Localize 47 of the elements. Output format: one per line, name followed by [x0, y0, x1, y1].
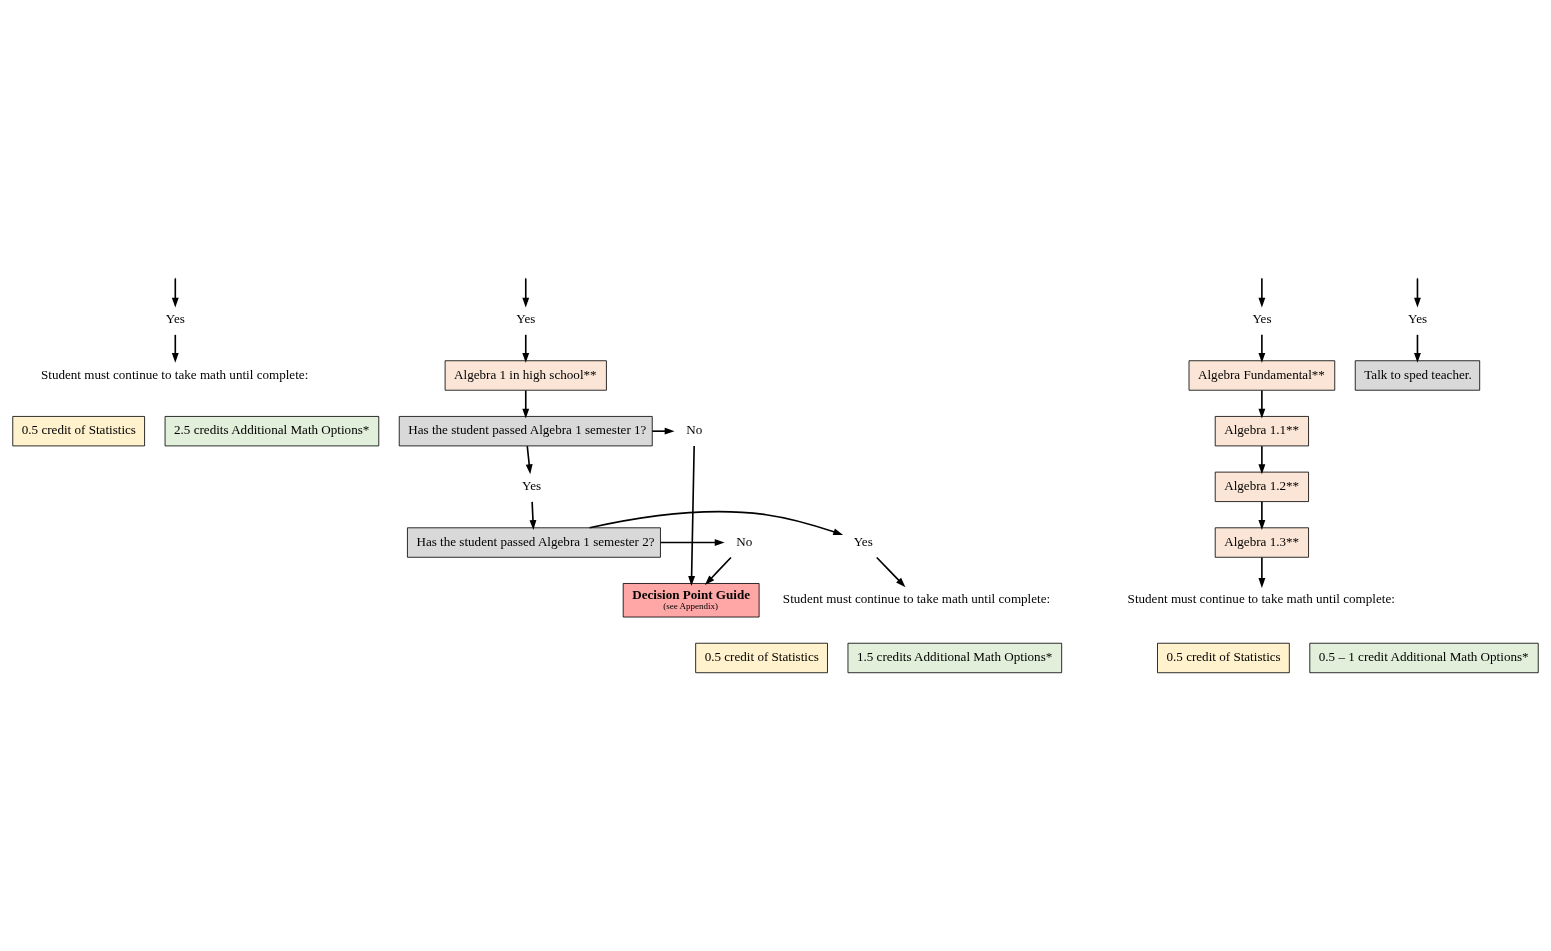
node-text: Student must continue to take math until complete:	[1127, 591, 1395, 607]
arrow	[522, 389, 530, 419]
node-box: Talk to sped teacher.	[1354, 360, 1481, 391]
arrow	[1258, 445, 1266, 475]
node-text: Yes	[1252, 310, 1272, 326]
arrow	[1414, 278, 1421, 308]
arrow	[1414, 334, 1421, 363]
node-text: No	[736, 533, 753, 549]
arrow	[688, 445, 696, 586]
node-text: Yes	[516, 310, 536, 326]
node-box: 0.5 credit of Statistics	[695, 642, 828, 674]
arrow	[704, 556, 732, 585]
node-box: 1.5 credits Additional Math Options*	[847, 642, 1063, 674]
arrow	[1258, 389, 1266, 419]
node-box: 2.5 credits Additional Math Options*	[164, 416, 380, 447]
arrow	[659, 539, 725, 546]
arrow	[1258, 501, 1266, 530]
node-box: Has the student passed Algebra 1 semester 2?	[407, 527, 661, 558]
arrow	[525, 445, 533, 475]
node-text: Yes	[522, 477, 542, 493]
arrow	[1258, 556, 1266, 588]
node-box: 0.5 credit of Statistics	[12, 416, 145, 447]
node-box: Algebra 1 in high school**	[444, 360, 607, 391]
arrow	[588, 510, 844, 536]
arrow	[1258, 278, 1266, 308]
node-text: No	[686, 422, 703, 438]
arrow	[1258, 334, 1266, 363]
node-box: 0.5 credit of Statistics	[1157, 642, 1290, 674]
node-text: Yes	[1408, 310, 1428, 326]
node-text: Student must continue to take math until complete:	[782, 591, 1051, 607]
node-box: Algebra 1.3**	[1214, 527, 1309, 558]
arrow	[171, 278, 179, 308]
arrow	[171, 334, 179, 363]
arrow	[651, 427, 675, 435]
node-box: Algebra 1.1**	[1214, 416, 1309, 447]
node-box: Has the student passed Algebra 1 semester 1?	[398, 416, 653, 447]
arrow	[522, 334, 530, 363]
node-text: Student must continue to take math until complete:	[41, 366, 309, 382]
arrow	[522, 278, 530, 308]
node-text: Yes	[853, 533, 873, 549]
node-box: Algebra 1.2**	[1214, 471, 1309, 502]
node-text: Yes	[165, 310, 185, 326]
node-box: Algebra Fundamental**	[1188, 360, 1336, 391]
node-box: 0.5 – 1 credit Additional Math Options*	[1309, 642, 1539, 674]
node-box: Decision Point Guide (see Appendix)	[622, 583, 760, 618]
arrow	[875, 556, 906, 588]
arrow	[529, 501, 537, 530]
